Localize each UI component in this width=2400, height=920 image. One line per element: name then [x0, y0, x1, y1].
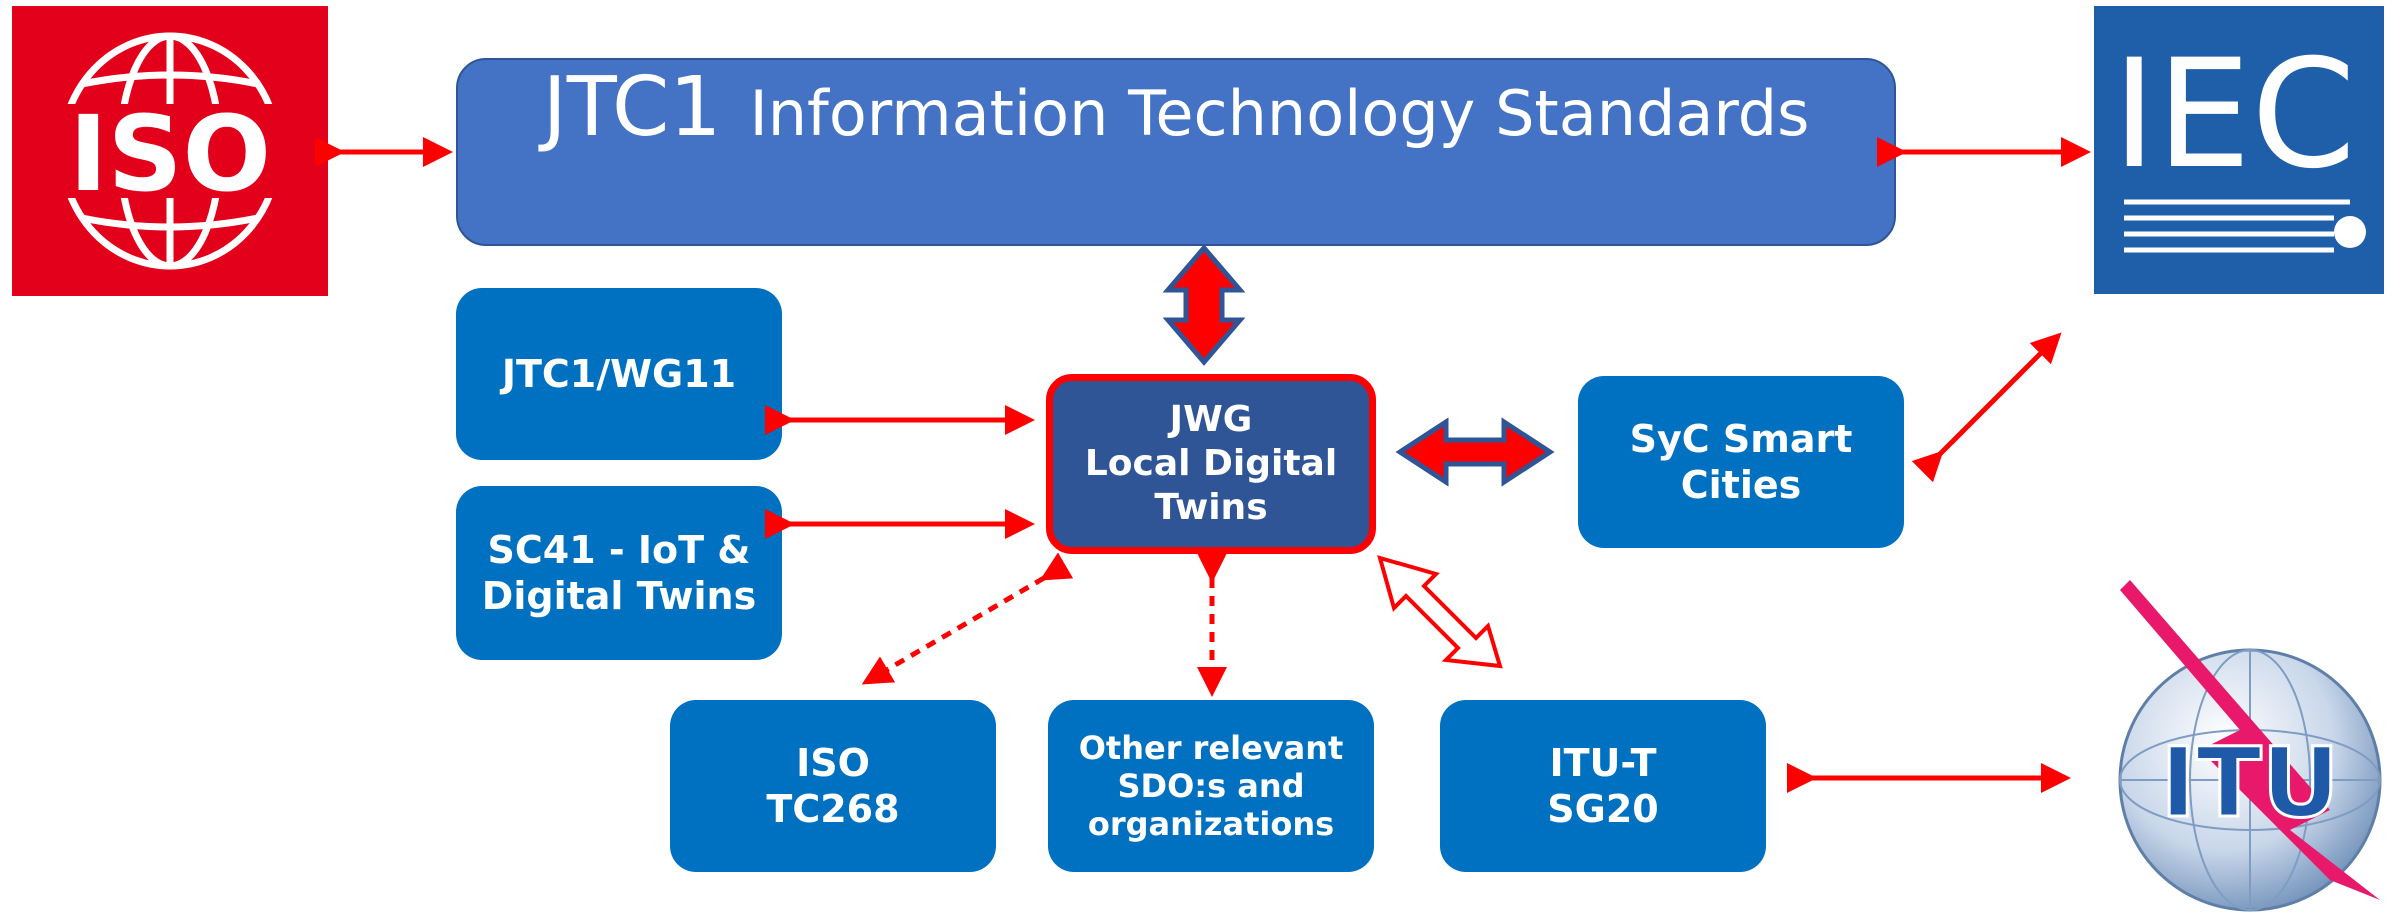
syc-smart-cities-box: SyC Smart Cities — [1578, 376, 1904, 548]
arrow-jtc1-jwg — [1162, 244, 1246, 366]
arrow-syc-iec — [1911, 332, 2062, 483]
iec-logo: IEC — [2094, 6, 2384, 294]
itu-t-sg20-box: ITU-T SG20 — [1440, 700, 1766, 872]
iso-logo: ISO — [12, 6, 328, 296]
arrow-jwg-syc — [1395, 417, 1555, 487]
arrow-jwg-tc268 — [861, 552, 1074, 685]
jwg-line3: Twins — [1154, 487, 1268, 528]
itu-logo-text: ITU — [2160, 727, 2339, 839]
other-line2: SDO:s and — [1117, 767, 1305, 805]
iso-tc268-box: ISO TC268 — [670, 700, 996, 872]
arrow-jwg-itut — [1377, 555, 1503, 669]
itut-line1: ITU-T — [1549, 741, 1657, 785]
syc-line1: SyC Smart — [1629, 417, 1853, 461]
jtc1-title: JTC1 — [542, 60, 722, 155]
jtc1-header-box: JTC1 Information Technology Standards — [456, 58, 1896, 246]
jtc1-wg11-box: JTC1/WG11 — [456, 288, 782, 460]
jwg-box: JWG Local Digital Twins — [1046, 374, 1376, 554]
tc268-line1: ISO — [796, 741, 870, 785]
jwg-line2: Local Digital — [1084, 443, 1338, 484]
itu-logo: ITU — [2090, 580, 2390, 916]
sc41-line2: Digital Twins — [481, 574, 757, 618]
itut-line2: SG20 — [1547, 787, 1659, 831]
other-sdos-box: Other relevant SDO:s and organizations — [1048, 700, 1374, 872]
sc41-line1: SC41 - IoT & — [487, 528, 751, 572]
iec-logo-text: IEC — [2112, 28, 2356, 202]
tc268-line2: TC268 — [766, 787, 900, 831]
other-line1: Other relevant — [1078, 729, 1344, 767]
sc41-box: SC41 - IoT & Digital Twins — [456, 486, 782, 660]
iso-logo-text: ISO — [69, 93, 271, 215]
wg11-label: JTC1/WG11 — [501, 352, 737, 396]
syc-line2: Cities — [1680, 463, 1802, 507]
other-line3: organizations — [1087, 805, 1335, 843]
jtc1-subtitle: Information Technology Standards — [749, 77, 1810, 150]
jwg-line1: JWG — [1169, 399, 1253, 440]
